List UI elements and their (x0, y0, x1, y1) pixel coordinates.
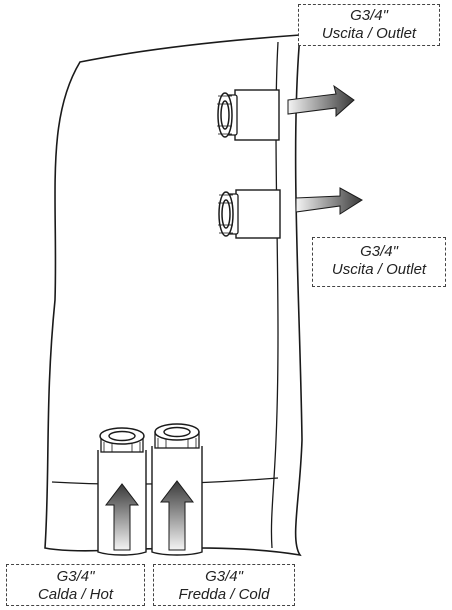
arrow-right-icon (295, 187, 363, 215)
callout-label: Uscita / Outlet (321, 25, 417, 42)
callout-label: Calda / Hot (37, 586, 114, 603)
callout-outlet-top: G3/4" Uscita / Outlet (298, 4, 440, 46)
callout-inlet-hot: G3/4" Calda / Hot (6, 564, 145, 606)
callout-inlet-cold: G3/4" Fredda / Cold (153, 564, 295, 606)
callout-size: G3/4" (350, 7, 388, 24)
arrow-up-icon (104, 483, 140, 551)
outlet-connector-middle (218, 189, 281, 239)
callout-label: Fredda / Cold (178, 586, 270, 603)
callout-size: G3/4" (56, 568, 95, 585)
arrow-up-icon (159, 480, 195, 551)
callout-size: G3/4" (360, 243, 398, 260)
callout-outlet-middle: G3/4" Uscita / Outlet (312, 237, 446, 287)
callout-label: Uscita / Outlet (331, 261, 427, 278)
callout-size: G3/4" (205, 568, 243, 585)
radiator-body (44, 34, 303, 557)
outlet-connector-top (217, 89, 280, 141)
arrow-right-icon (287, 84, 355, 118)
